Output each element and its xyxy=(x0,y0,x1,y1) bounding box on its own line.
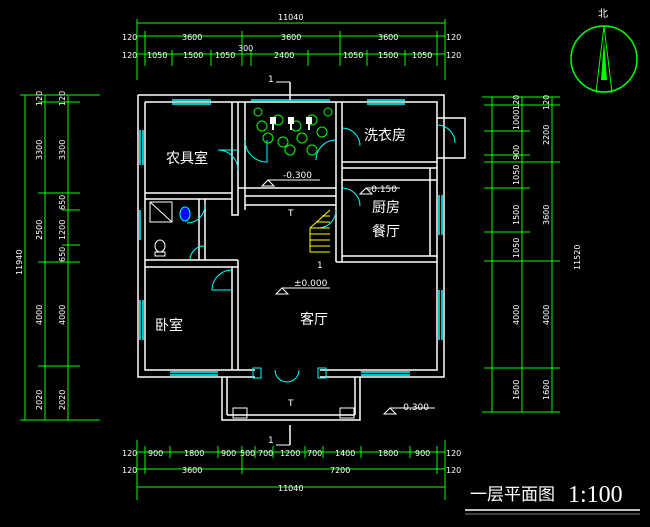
dim-right-r2-4: 1500 xyxy=(512,205,521,225)
dim-bot-r2-3: 120 xyxy=(446,466,461,475)
dim-right-r2-7: 1600 xyxy=(512,380,521,400)
room-label-kitchen: 厨房 xyxy=(372,200,400,216)
room-label-bedroom: 卧室 xyxy=(155,317,183,334)
dim-top-r2-0: 120 xyxy=(122,51,137,60)
dim-top-r1-4: 120 xyxy=(446,33,461,42)
room-label-laundry: 洗衣房 xyxy=(364,128,406,144)
dim-left-r1-0: 120 xyxy=(35,91,44,106)
dim-left-r1-4: 2020 xyxy=(35,390,44,410)
dim-bot-r1-1: 900 xyxy=(148,449,163,458)
dim-top-r2-3: 1050 xyxy=(215,51,235,60)
dim-top-r1-2: 3600 xyxy=(281,33,301,42)
dim-top-r2-1: 1050 xyxy=(147,51,167,60)
dim-left-r2-3: 1200 xyxy=(58,220,67,240)
drawing-scale: 1:100 xyxy=(568,482,623,508)
dim-left-total: 11940 xyxy=(15,250,24,275)
dimension-lines xyxy=(20,19,560,500)
dim-right-r1-0: 120 xyxy=(542,95,551,110)
section-mark-bottom: 1 xyxy=(268,436,274,446)
room-label-tool-room: 农具室 xyxy=(166,150,208,167)
north-label: 北 xyxy=(598,8,608,20)
dim-top-r1-0: 120 xyxy=(122,33,137,42)
dim-left-r2-6: 2020 xyxy=(58,390,67,410)
section-mark-top: 1 xyxy=(268,75,274,85)
room-label-dining: 餐厅 xyxy=(372,224,400,240)
level-entrance: -0.300 xyxy=(400,403,429,413)
dim-bot-r2-2: 7200 xyxy=(330,466,350,475)
walls xyxy=(137,94,466,421)
dim-top-r2-8: 1050 xyxy=(412,51,432,60)
dim-bot-r2-0: 120 xyxy=(122,466,137,475)
level-marks xyxy=(260,179,435,415)
dim-bot-r1-2: 1800 xyxy=(184,449,204,458)
dim-top-r2-7: 1500 xyxy=(378,51,398,60)
dim-bot-r1-0: 120 xyxy=(122,449,137,458)
right-dimensions: 120 1000 900 1050 1500 1050 4000 1600 12… xyxy=(512,95,582,400)
dim-right-r2-2: 900 xyxy=(512,145,521,160)
dim-bot-r1-4: 500 xyxy=(240,449,255,458)
dim-top-r1-3: 3600 xyxy=(378,33,398,42)
dim-left-r1-2: 2500 xyxy=(35,220,44,240)
dim-left-r2-1: 3300 xyxy=(58,140,67,160)
stair xyxy=(309,209,331,253)
dim-right-r2-5: 1050 xyxy=(512,238,521,258)
dim-bot-r1-9: 1800 xyxy=(378,449,398,458)
dim-bot-r1-5: 700 xyxy=(258,449,273,458)
dim-left-r2-4: 650 xyxy=(58,247,67,262)
dim-bot-r1-6: 1200 xyxy=(280,449,300,458)
dim-top-r2-2: 1500 xyxy=(183,51,203,60)
dim-top-r2-4: 300 xyxy=(238,44,253,53)
dim-bot-r1-10: 900 xyxy=(415,449,430,458)
dim-left-r2-0: 120 xyxy=(58,91,67,106)
dim-bot-r1-8: 1400 xyxy=(335,449,355,458)
dim-right-r1-4: 1600 xyxy=(542,380,551,400)
garden-lamps xyxy=(270,117,312,130)
doors xyxy=(186,124,456,383)
dim-bot-r2-1: 3600 xyxy=(182,466,202,475)
dim-right-r2-3: 1050 xyxy=(512,165,521,185)
dim-bot-r1-7: 700 xyxy=(307,449,322,458)
drain-icon xyxy=(179,206,191,222)
level-courtyard: -0.300 xyxy=(283,171,312,181)
top-dimensions: 11040 120 3600 3600 3600 120 120 1050 15… xyxy=(122,13,461,60)
left-dimensions: 11940 120 3300 2500 4000 2020 120 3300 6… xyxy=(15,91,67,410)
room-label-living: 客厅 xyxy=(300,311,328,328)
dim-right-r1-1: 2200 xyxy=(542,125,551,145)
dim-bot-r1-3: 900 xyxy=(221,449,236,458)
stair-down-mark: 1 xyxy=(317,261,323,271)
porch-step-mark: T xyxy=(287,399,294,409)
dim-right-r2-6: 4000 xyxy=(512,305,521,325)
north-arrow-icon xyxy=(570,25,638,93)
dim-left-r1-1: 3300 xyxy=(35,140,44,160)
dim-right-r1-2: 3600 xyxy=(542,205,551,225)
section-mark xyxy=(276,81,291,446)
dim-bot-total: 11040 xyxy=(278,484,303,493)
dim-top-r1-1: 3600 xyxy=(182,33,202,42)
level-living: ±0.000 xyxy=(294,279,328,289)
dim-left-r1-3: 4000 xyxy=(35,305,44,325)
dim-right-r2-0: 120 xyxy=(512,95,521,110)
dim-left-r2-5: 4000 xyxy=(58,305,67,325)
windows xyxy=(139,99,443,376)
drawing-title: 一层平面图 xyxy=(470,485,555,505)
dim-bot-r1-11: 120 xyxy=(446,449,461,458)
dim-right-r1-3: 4000 xyxy=(542,305,551,325)
dim-top-r2-6: 1050 xyxy=(343,51,363,60)
dim-top-total: 11040 xyxy=(278,13,303,22)
dim-top-r2-9: 120 xyxy=(446,51,461,60)
dim-right-total: 11520 xyxy=(573,245,582,270)
bottom-dimensions: 120 900 1800 900 500 700 1200 700 1400 1… xyxy=(122,449,461,493)
dim-right-r2-1: 1000 xyxy=(512,110,521,130)
stair-up-mark: T xyxy=(287,209,294,219)
level-kitchen: -0.150 xyxy=(368,185,397,195)
dim-left-r2-2: 650 xyxy=(58,195,67,210)
dim-top-r2-5: 2400 xyxy=(274,51,294,60)
